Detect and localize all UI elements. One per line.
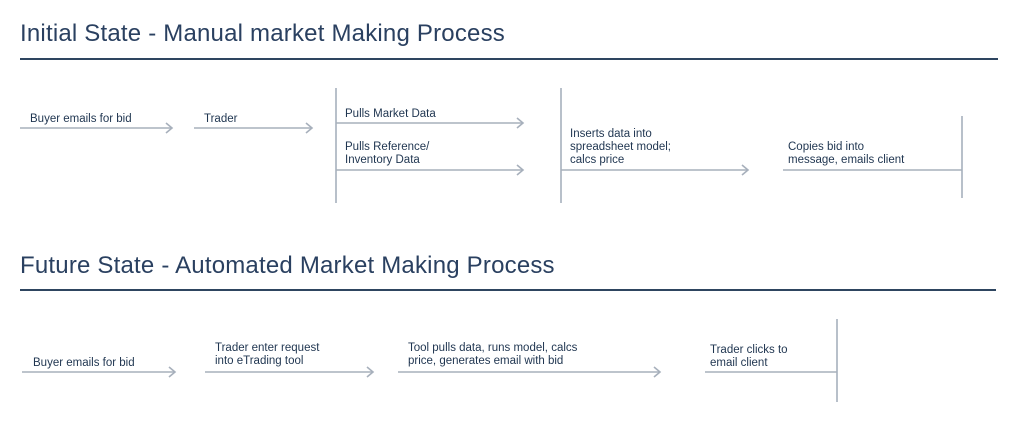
arrow-future-trader [205, 366, 375, 378]
arrow-future-buyer [22, 366, 177, 378]
initial-state-title: Initial State - Manual market Making Pro… [20, 20, 505, 47]
future-step-tool-pulls-data: Tool pulls data, runs model, calcs price… [408, 342, 578, 367]
initial-step-copies-bid: Copies bid into message, emails client [788, 141, 905, 166]
future-state-rule [20, 289, 996, 291]
arrow-trader-to-pulls [194, 122, 314, 134]
initial-step-pulls-market-data: Pulls Market Data [345, 108, 436, 120]
arrow-future-tool [398, 366, 662, 378]
initial-step-trader: Trader [204, 113, 238, 125]
arrow-market-data [336, 117, 525, 129]
initial-state-rule [20, 58, 998, 60]
initial-step-pulls-reference-data: Pulls Reference/ Inventory Data [345, 141, 430, 166]
arrow-reference-data [336, 164, 525, 176]
initial-step-inserts-data: Inserts data into spreadsheet model; cal… [570, 128, 672, 166]
future-step-trader-clicks: Trader clicks to email client [710, 344, 788, 369]
arrow-inserts-data [561, 164, 750, 176]
future-step-trader-request: Trader enter request into eTrading tool [215, 342, 320, 367]
arrow-buyer-to-trader [20, 122, 174, 134]
initial-step-buyer-emails: Buyer emails for bid [30, 113, 132, 125]
future-state-title: Future State - Automated Market Making P… [20, 252, 555, 279]
future-step-buyer-emails: Buyer emails for bid [33, 357, 135, 369]
